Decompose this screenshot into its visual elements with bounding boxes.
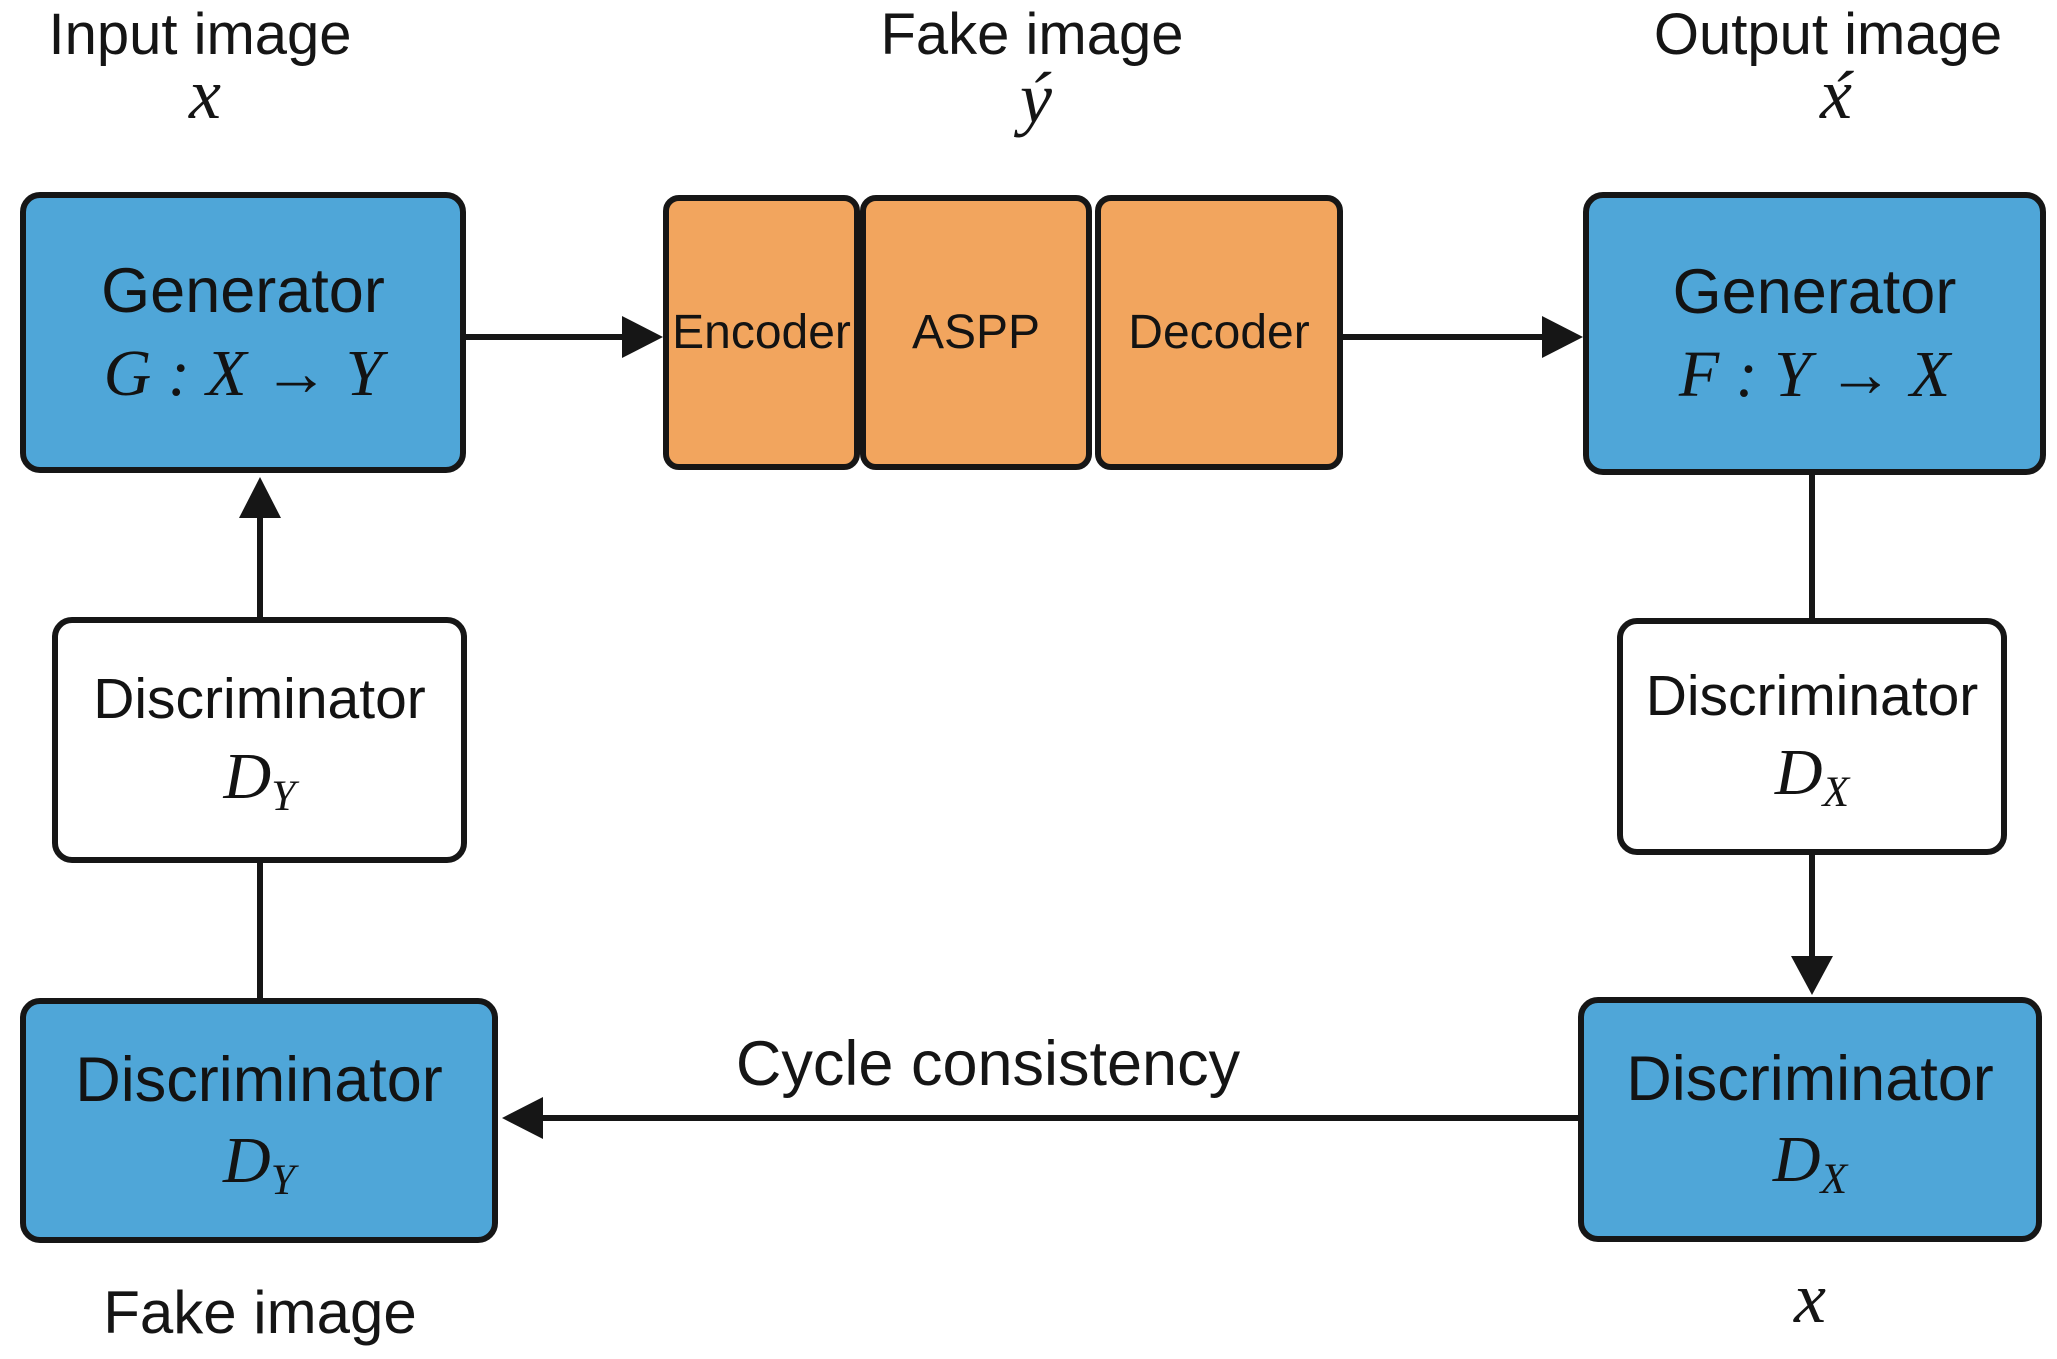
discriminator-y-white-symbol-subscript: Y xyxy=(271,772,296,821)
generator-f-formula: F : Y → X xyxy=(1678,337,1951,411)
discriminator-x-white-box: Discriminator DX xyxy=(1617,618,2007,855)
arrowhead-discriminator-x-to-discriminator-x-blue xyxy=(1791,956,1833,995)
arrowhead-cycle-consistency xyxy=(502,1097,543,1139)
x-bottom-label: x xyxy=(1794,1258,1826,1338)
encoder-label: Encoder xyxy=(672,306,851,359)
discriminator-x-blue-box: Discriminator DX xyxy=(1578,997,2042,1242)
discriminator-x-blue-symbol-letter: D xyxy=(1772,1122,1821,1196)
input-image-label: Input image xyxy=(48,2,352,67)
arrowhead-decoder-to-generator-f xyxy=(1542,316,1583,358)
input-image-symbol: x xyxy=(189,54,221,134)
cycle-consistency-label: Cycle consistency xyxy=(735,1029,1241,1099)
generator-f-box: Generator F : Y → X xyxy=(1583,192,2046,475)
generator-g-formula: G : X → Y xyxy=(103,336,383,410)
discriminator-y-white-box: Discriminator DY xyxy=(52,617,467,863)
discriminator-y-blue-box: Discriminator DY xyxy=(20,998,498,1243)
fake-image-symbol: ý xyxy=(1020,58,1052,138)
discriminator-x-white-symbol-letter: D xyxy=(1774,736,1823,810)
aspp-label: ASPP xyxy=(911,306,1041,359)
discriminator-y-blue-title: Discriminator xyxy=(75,1045,443,1116)
discriminator-y-blue-symbol: DY xyxy=(223,1127,295,1201)
generator-g-title: Generator xyxy=(101,256,385,327)
discriminator-y-blue-symbol-subscript: Y xyxy=(270,1155,295,1204)
generator-g-box: Generator G : X → Y xyxy=(20,192,466,473)
arrowhead-discriminator-y-to-generator-g xyxy=(239,477,281,518)
discriminator-x-white-symbol: DX xyxy=(1775,740,1849,814)
output-image-symbol: x́ xyxy=(1820,54,1852,134)
discriminator-x-white-symbol-subscript: X xyxy=(1822,768,1850,817)
discriminator-x-blue-symbol: DX xyxy=(1773,1126,1847,1200)
generator-f-title: Generator xyxy=(1672,257,1957,328)
fake-image-label: Fake image xyxy=(880,2,1184,67)
arrowhead-generator-g-to-encoder xyxy=(622,316,663,358)
discriminator-x-white-title: Discriminator xyxy=(1645,663,1979,728)
encoder-box: Encoder xyxy=(663,195,860,470)
discriminator-x-blue-title: Discriminator xyxy=(1626,1044,1994,1115)
decoder-label: Decoder xyxy=(1128,306,1310,359)
discriminator-y-blue-symbol-letter: D xyxy=(223,1123,271,1197)
fake-image-bottom-label: Fake image xyxy=(103,1279,417,1346)
discriminator-y-white-symbol-letter: D xyxy=(223,739,272,813)
decoder-box: Decoder xyxy=(1095,195,1343,470)
discriminator-y-white-symbol: DY xyxy=(224,743,296,817)
discriminator-x-blue-symbol-subscript: X xyxy=(1820,1154,1848,1203)
discriminator-y-white-title: Discriminator xyxy=(93,667,426,732)
output-image-label: Output image xyxy=(1653,2,2003,67)
aspp-box: ASPP xyxy=(860,195,1092,470)
